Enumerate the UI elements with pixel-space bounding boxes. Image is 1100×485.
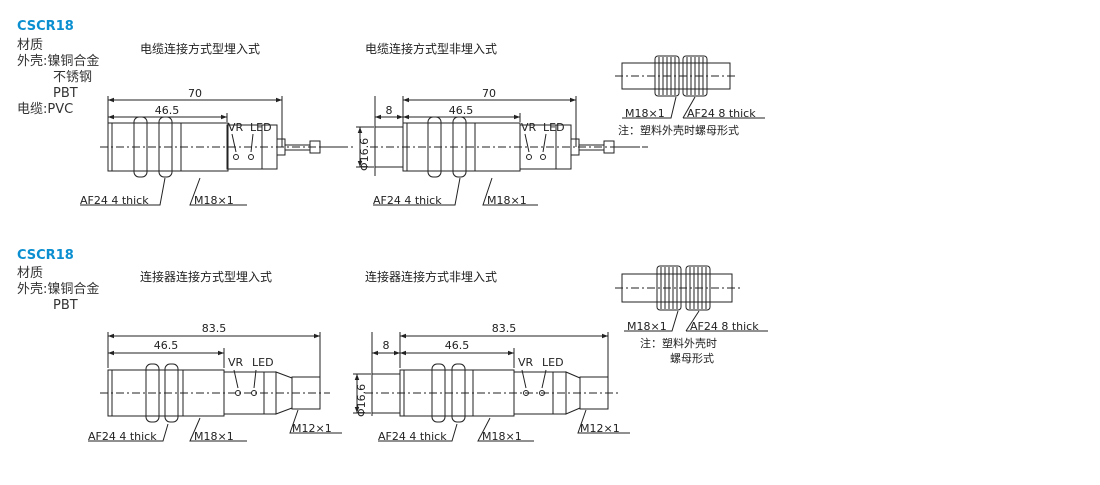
spec-housing-alt: PBT [53,298,78,313]
nut-spec-label: AF24 8 thick [687,107,756,120]
thread-label: M18×1 [194,194,234,207]
led-label: LED [543,121,565,134]
vr-label: VR [228,356,244,369]
diameter-label: Φ16.6 [358,138,371,171]
spec-housing: 外壳:镍铜合金 [17,282,100,297]
dim-offset: 8 [383,339,390,352]
vr-label: VR [518,356,534,369]
spec-material: 材质 [17,266,44,281]
dim-total-length: 83.5 [202,322,227,335]
model-name: CSCR18 [17,248,74,263]
thread-label: M18×1 [482,430,522,443]
dim-total-length: 70 [188,87,202,100]
nut-spec-label: AF24 4 thick [88,430,157,443]
dim-total-length: 83.5 [492,322,517,335]
connector-thread-label: M12×1 [580,422,620,435]
spec-housing-alt: PBT [53,86,78,101]
dim-body-length: 46.5 [155,104,180,117]
spec-cable: 电缆:PVC [17,102,74,117]
diameter-label: Φ16.6 [355,384,368,417]
connector-thread-label: M12×1 [292,422,332,435]
nut-note: 注：塑料外壳时螺母形式 [618,123,739,137]
led-label: LED [252,356,274,369]
diagram-title: 电缆连接方式型非埋入式 [365,42,498,56]
sensor-drawing-cable-non-embedded [356,96,648,206]
nut-spec-label: AF24 4 thick [378,430,447,443]
nut-spec-label: AF24 4 thick [373,194,442,207]
vr-label: VR [228,121,244,134]
dim-body-length: 46.5 [154,339,179,352]
thread-label: M18×1 [487,194,527,207]
nut-side-view [615,265,768,332]
nut-spec-label: AF24 8 thick [690,320,759,333]
sensor-drawing-cable-embedded [80,96,355,206]
spec-housing-alt: 不锈钢 [53,70,93,85]
thread-label: M18×1 [627,320,667,333]
led-label: LED [250,121,272,134]
nut-note: 螺母形式 [670,352,714,365]
sensor-drawing-connector-non-embedded [353,332,630,442]
thread-label: M18×1 [194,430,234,443]
nut-note: 注：塑料外壳时 [640,336,717,350]
nut-side-view [615,55,765,119]
led-label: LED [542,356,564,369]
dim-body-length: 46.5 [445,339,470,352]
dim-body-length: 46.5 [449,104,474,117]
spec-material: 材质 [17,38,44,53]
dim-offset: 8 [386,104,393,117]
model-name: CSCR18 [17,19,74,34]
dim-total-length: 70 [482,87,496,100]
thread-label: M18×1 [625,107,665,120]
diagram-title: 电缆连接方式型埋入式 [140,42,261,56]
sensor-drawing-connector-embedded [88,332,342,442]
vr-label: VR [521,121,537,134]
diagram-title: 连接器连接方式非埋入式 [365,270,498,284]
spec-housing: 外壳:镍铜合金 [17,54,100,69]
nut-spec-label: AF24 4 thick [80,194,149,207]
diagram-title: 连接器连接方式型埋入式 [140,270,273,284]
